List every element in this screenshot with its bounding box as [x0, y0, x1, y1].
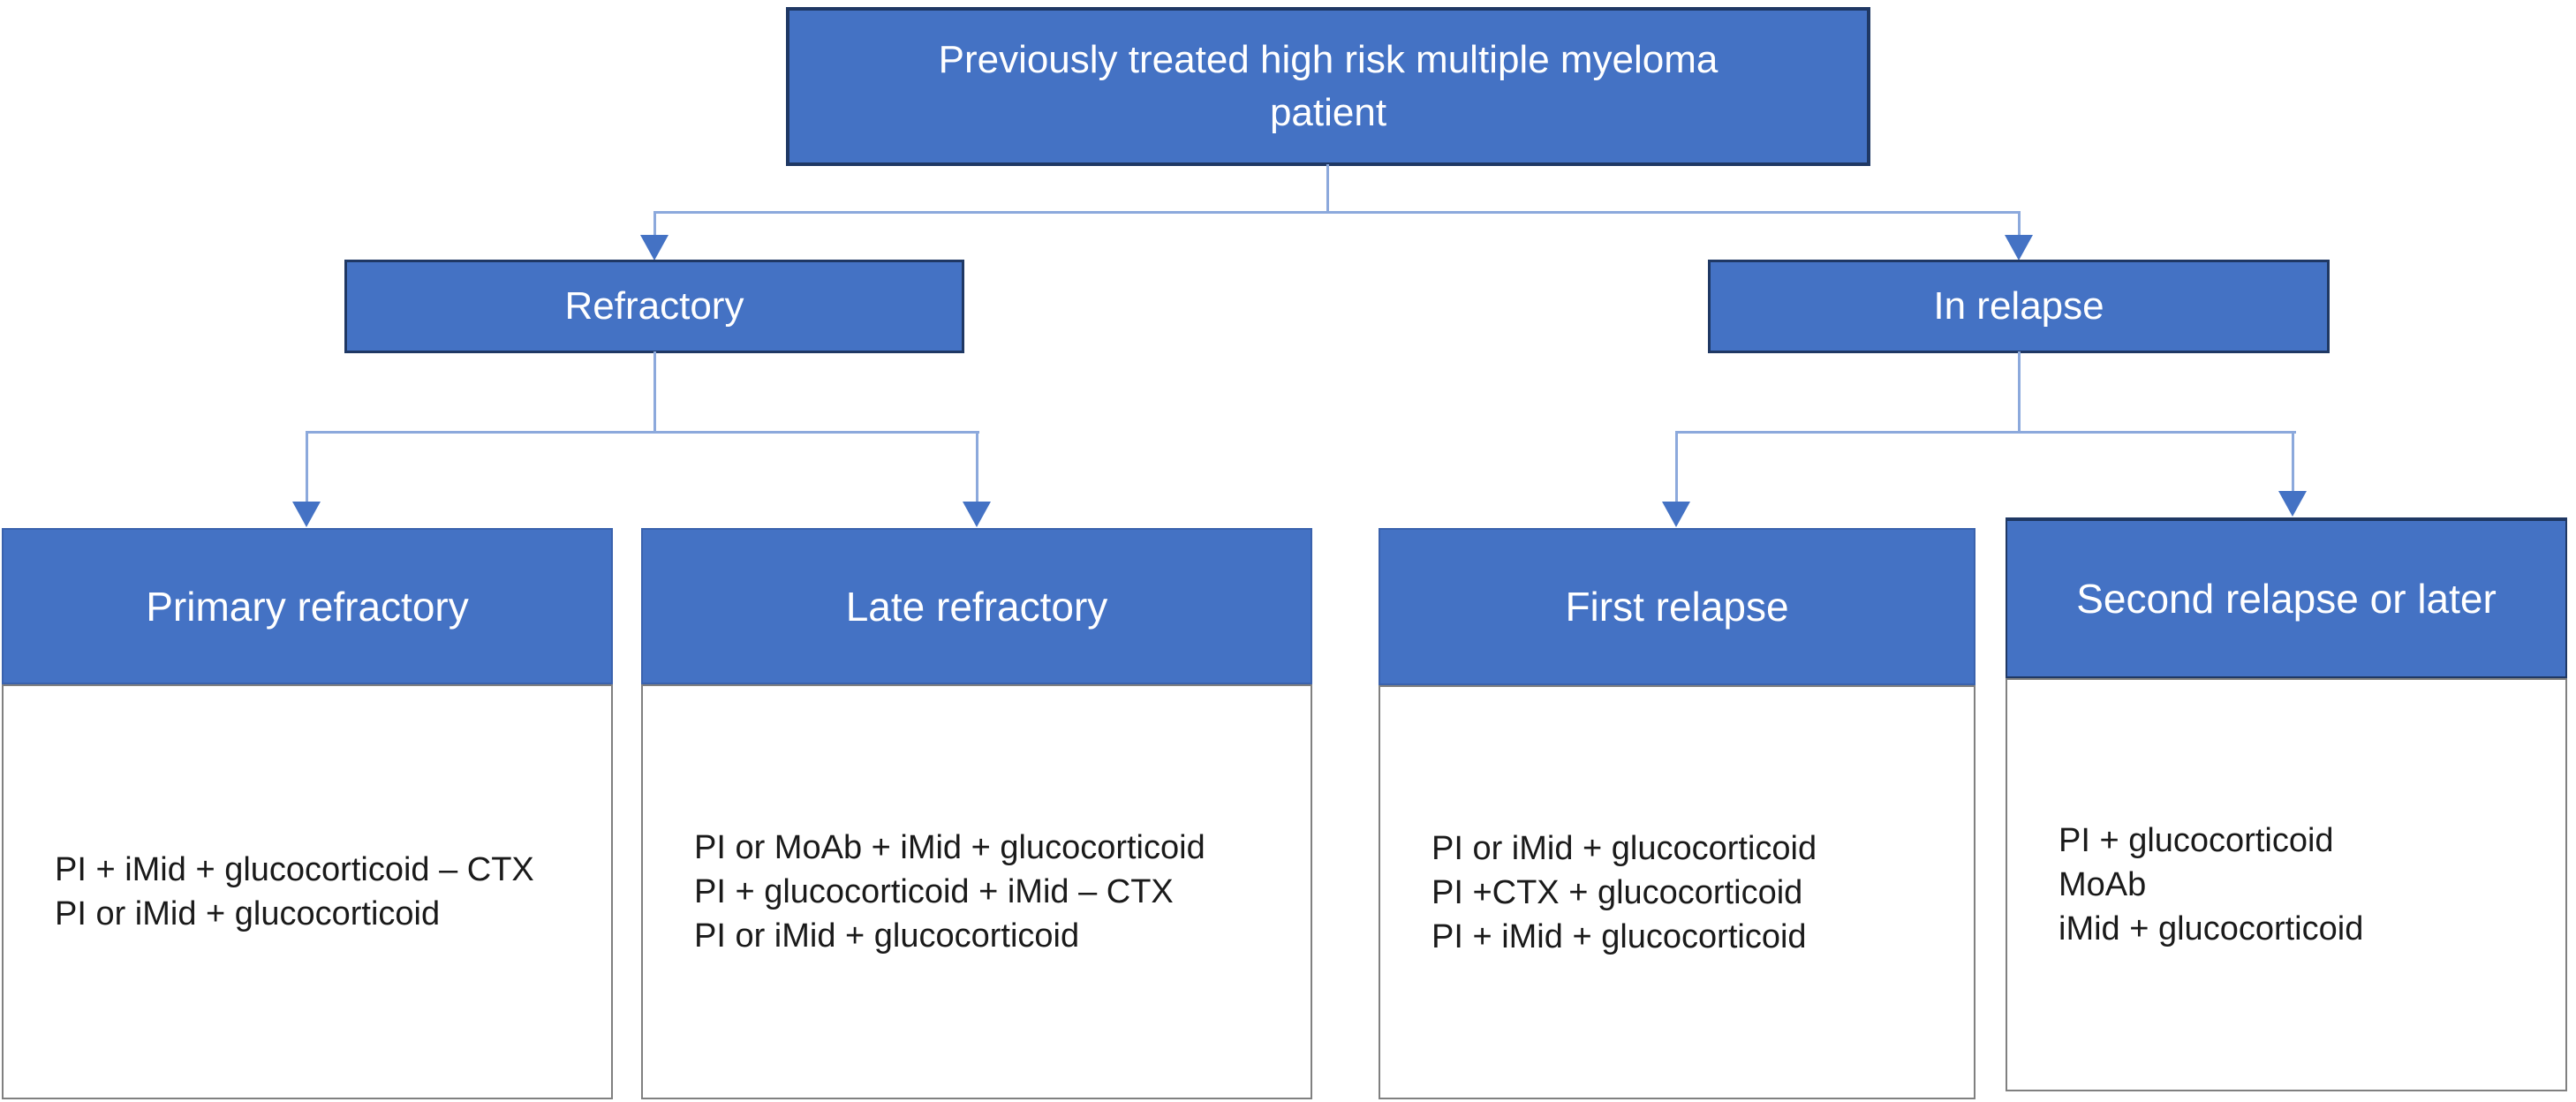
treatment-line: PI + iMid + glucocorticoid – CTX: [55, 851, 534, 888]
leaf-card-title-label: Primary refractory: [146, 583, 469, 630]
connector-line: [653, 211, 2021, 214]
leaf-card-treatments: PI or iMid + glucocorticoid PI +CTX + gl…: [1379, 685, 1975, 1099]
leaf-card-treatments: PI or MoAb + iMid + glucocorticoid PI + …: [641, 684, 1312, 1099]
root-node-label: Previously treated high risk multiple my…: [938, 38, 1719, 134]
arrow-down-icon: [1662, 502, 1690, 527]
treatment-line: PI or iMid + glucocorticoid: [1432, 829, 1817, 867]
arrow-down-icon: [640, 235, 669, 260]
connector-line: [2018, 351, 2021, 433]
arrow-down-icon: [2005, 235, 2033, 260]
root-node-previously-treated: Previously treated high risk multiple my…: [786, 7, 1870, 166]
treatment-line: PI + glucocorticoid + iMid – CTX: [694, 873, 1174, 910]
treatment-line: MoAb: [2059, 866, 2147, 903]
treatment-line: PI or iMid + glucocorticoid: [694, 917, 1080, 955]
leaf-card-title: First relapse: [1379, 528, 1975, 685]
leaf-card-title-label: First relapse: [1565, 584, 1789, 630]
connector-line: [1675, 431, 1678, 503]
connector-line: [653, 211, 656, 237]
connector-line: [306, 431, 308, 503]
treatment-line: iMid + glucocorticoid: [2059, 910, 2364, 947]
arrow-down-icon: [2278, 491, 2307, 517]
connector-line: [1326, 164, 1329, 213]
connector-line: [2018, 211, 2021, 237]
connector-line: [976, 431, 978, 503]
connector-line: [1675, 431, 2296, 434]
leaf-card-treatments: PI + glucocorticoid MoAb iMid + glucocor…: [2006, 678, 2567, 1091]
connector-line: [306, 431, 979, 434]
treatment-line: PI + iMid + glucocorticoid: [1432, 917, 1807, 955]
treatment-line: PI or iMid + glucocorticoid: [55, 895, 441, 932]
branch-node-label: In relapse: [1933, 284, 2104, 328]
connector-line: [2292, 431, 2294, 493]
leaf-card-title: Second relapse or later: [2006, 517, 2567, 678]
leaf-card-treatments: PI + iMid + glucocorticoid – CTX PI or i…: [2, 684, 613, 1099]
branch-node-label: Refractory: [564, 284, 744, 328]
arrow-down-icon: [963, 502, 991, 527]
treatment-line: PI or MoAb + iMid + glucocorticoid: [694, 829, 1205, 866]
leaf-card-title-label: Late refractory: [845, 583, 1108, 630]
branch-node-refractory: Refractory: [344, 260, 964, 353]
treatment-line: PI +CTX + glucocorticoid: [1432, 873, 1803, 911]
connector-line: [653, 351, 656, 433]
treatment-line: PI + glucocorticoid: [2059, 822, 2334, 859]
leaf-card-title: Primary refractory: [2, 528, 613, 684]
leaf-card-title: Late refractory: [641, 528, 1312, 684]
arrow-down-icon: [292, 502, 321, 527]
branch-node-in-relapse: In relapse: [1708, 260, 2330, 353]
leaf-card-title-label: Second relapse or later: [2076, 576, 2497, 622]
